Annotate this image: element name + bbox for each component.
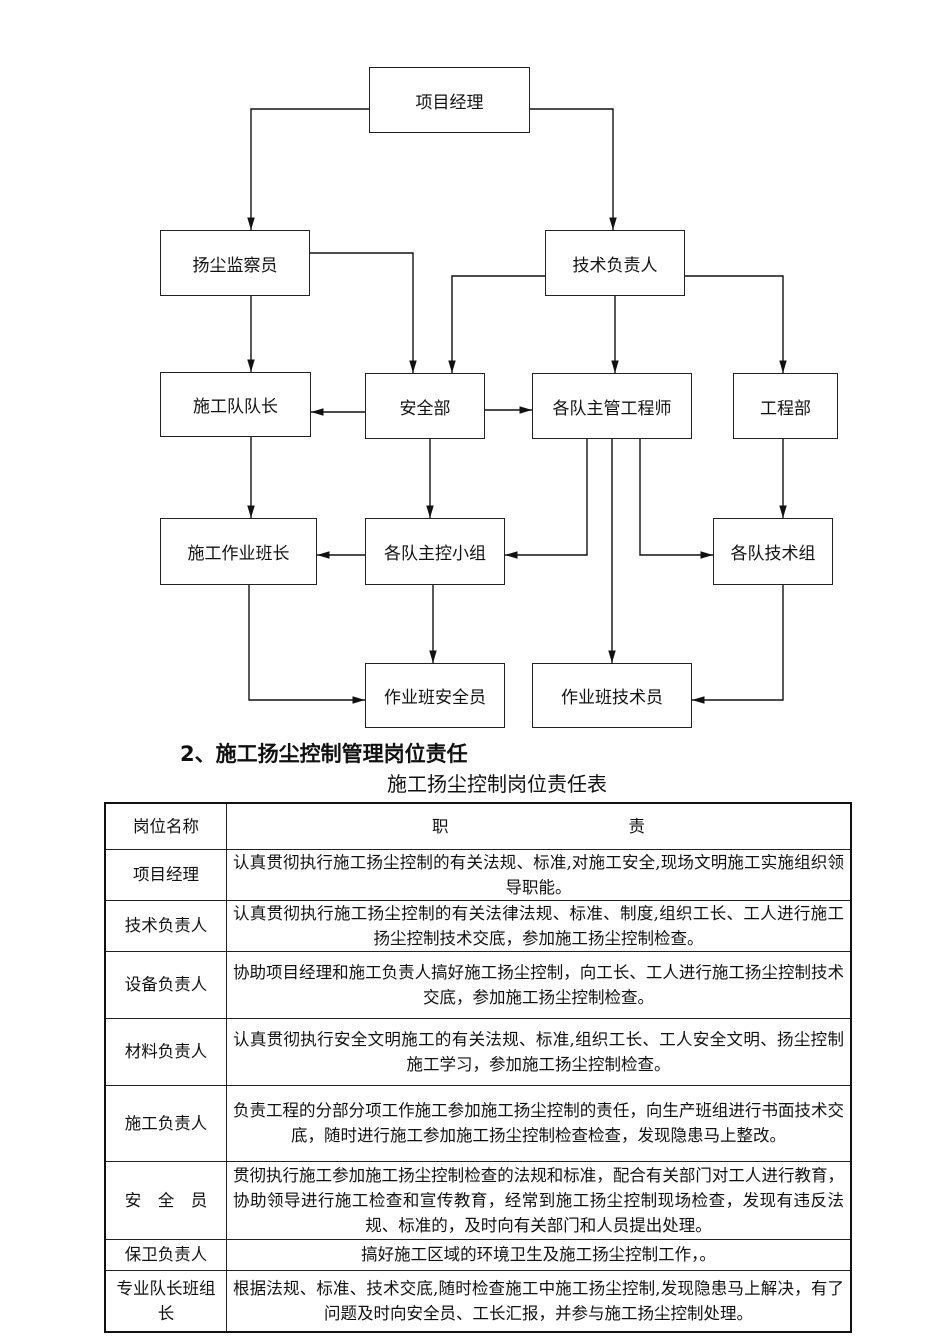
table-row: 施工负责人负责工程的分部分项工作施工参加施工扬尘控制的责任，向生产班组进行书面技… xyxy=(104,1084,852,1162)
box-control-group: 各队主控小组 xyxy=(365,518,505,585)
header-duty-char-2: 责 xyxy=(628,816,646,836)
table-row: 安 全 员贯彻执行施工参加施工扬尘控制检查的法规和标准，配合有关部门对工人进行教… xyxy=(104,1160,852,1240)
box-team-captain: 施工队队长 xyxy=(160,372,311,437)
header-duty-char-1: 职 xyxy=(432,816,449,836)
connector-techgroup-technician xyxy=(692,585,784,704)
box-engineering-dept: 工程部 xyxy=(733,373,838,439)
table-row: 设备负责人协助项目经理和施工负责人搞好施工扬尘控制，向工长、工人进行施工扬尘控制… xyxy=(104,950,852,1019)
connector-inspector-safety xyxy=(310,252,417,373)
box-team-technician: 作业班技术员 xyxy=(532,663,692,728)
connector-engineer-techgroup xyxy=(639,439,713,559)
role-cell: 设备负责人 xyxy=(104,950,227,1019)
connector-techlead-engdept xyxy=(685,275,787,373)
duty-cell: 协助项目经理和施工负责人搞好施工扬尘控制，向工长、工人进行施工扬尘控制技术交底，… xyxy=(226,950,852,1019)
header-role: 岗位名称 xyxy=(104,802,227,850)
role-cell: 安 全 员 xyxy=(104,1160,227,1240)
connector-pm-inspector xyxy=(247,108,369,230)
table-caption: 施工扬尘控制岗位责任表 xyxy=(387,772,607,796)
box-dust-inspector: 扬尘监察员 xyxy=(160,230,310,296)
box-project-manager: 项目经理 xyxy=(369,67,530,133)
box-work-team-leader: 施工作业班长 xyxy=(160,518,317,585)
table-row: 技术负责人认真贯彻执行施工扬尘控制的有关法律法规、标准、制度,组织工长、工人进行… xyxy=(104,899,852,952)
role-cell: 施工负责人 xyxy=(104,1084,227,1162)
role-cell: 专业队长班组长 xyxy=(104,1269,227,1333)
table-row: 专业队长班组长根据法规、标准、技术交底,随时检查施工中施工扬尘控制,发现隐患马上… xyxy=(104,1269,852,1333)
box-safety-dept: 安全部 xyxy=(365,373,485,439)
role-cell: 材料负责人 xyxy=(104,1017,227,1086)
table-row: 材料负责人认真贯彻执行安全文明施工的有关法规、标准,组织工长、工人安全文明、扬尘… xyxy=(104,1017,852,1086)
duty-cell: 负责工程的分部分项工作施工参加施工扬尘控制的责任，向生产班组进行书面技术交底，随… xyxy=(226,1084,852,1162)
table-row: 项目经理认真贯彻执行施工扬尘控制的有关法规、标准,对施工安全,现场文明施工实施组… xyxy=(104,848,852,901)
box-chief-engineer: 各队主管工程师 xyxy=(532,373,692,439)
responsibility-table: 岗位名称 职责 项目经理认真贯彻执行施工扬尘控制的有关法规、标准,对施工安全,现… xyxy=(104,802,852,1333)
role-cell: 项目经理 xyxy=(104,848,227,901)
role-cell: 技术负责人 xyxy=(104,899,227,952)
box-technical-lead: 技术负责人 xyxy=(545,230,685,296)
org-chart: 项目经理 扬尘监察员 技术负责人 施工队队长 安全部 各队主管工程师 工程部 施… xyxy=(160,67,838,728)
connector-pm-techlead xyxy=(530,108,617,230)
duty-cell: 认真贯彻执行安全文明施工的有关法规、标准,组织工长、工人安全文明、扬尘控制施工学… xyxy=(226,1017,852,1086)
role-cell: 保卫负责人 xyxy=(104,1238,227,1271)
box-team-safety-officer: 作业班安全员 xyxy=(365,663,505,728)
section-heading: 2、施工扬尘控制管理岗位责任 xyxy=(180,742,468,766)
connector-engineer-control xyxy=(505,439,588,559)
connector-leader-safetyofficer xyxy=(248,585,365,704)
duty-cell: 认真贯彻执行施工扬尘控制的有关法律法规、标准、制度,组织工长、工人进行施工扬尘控… xyxy=(226,899,852,952)
duty-cell: 认真贯彻执行施工扬尘控制的有关法规、标准,对施工安全,现场文明施工实施组织领导职… xyxy=(226,848,852,901)
duty-cell: 贯彻执行施工参加施工扬尘控制检查的法规和标准，配合有关部门对工人进行教育，协助领… xyxy=(226,1160,852,1240)
header-duty: 职责 xyxy=(226,802,852,850)
org-chart-connectors xyxy=(247,108,787,704)
connector-techlead-safety xyxy=(448,275,545,373)
table-row: 保卫负责人搞好施工区域的环境卫生及施工扬尘控制工作，。 xyxy=(104,1238,852,1271)
duty-cell: 搞好施工区域的环境卫生及施工扬尘控制工作，。 xyxy=(226,1238,852,1271)
box-tech-group: 各队技术组 xyxy=(713,518,833,585)
duty-cell: 根据法规、标准、技术交底,随时检查施工中施工扬尘控制,发现隐患马上解决，有了问题… xyxy=(226,1269,852,1333)
table-header-row: 岗位名称 职责 xyxy=(104,802,852,850)
